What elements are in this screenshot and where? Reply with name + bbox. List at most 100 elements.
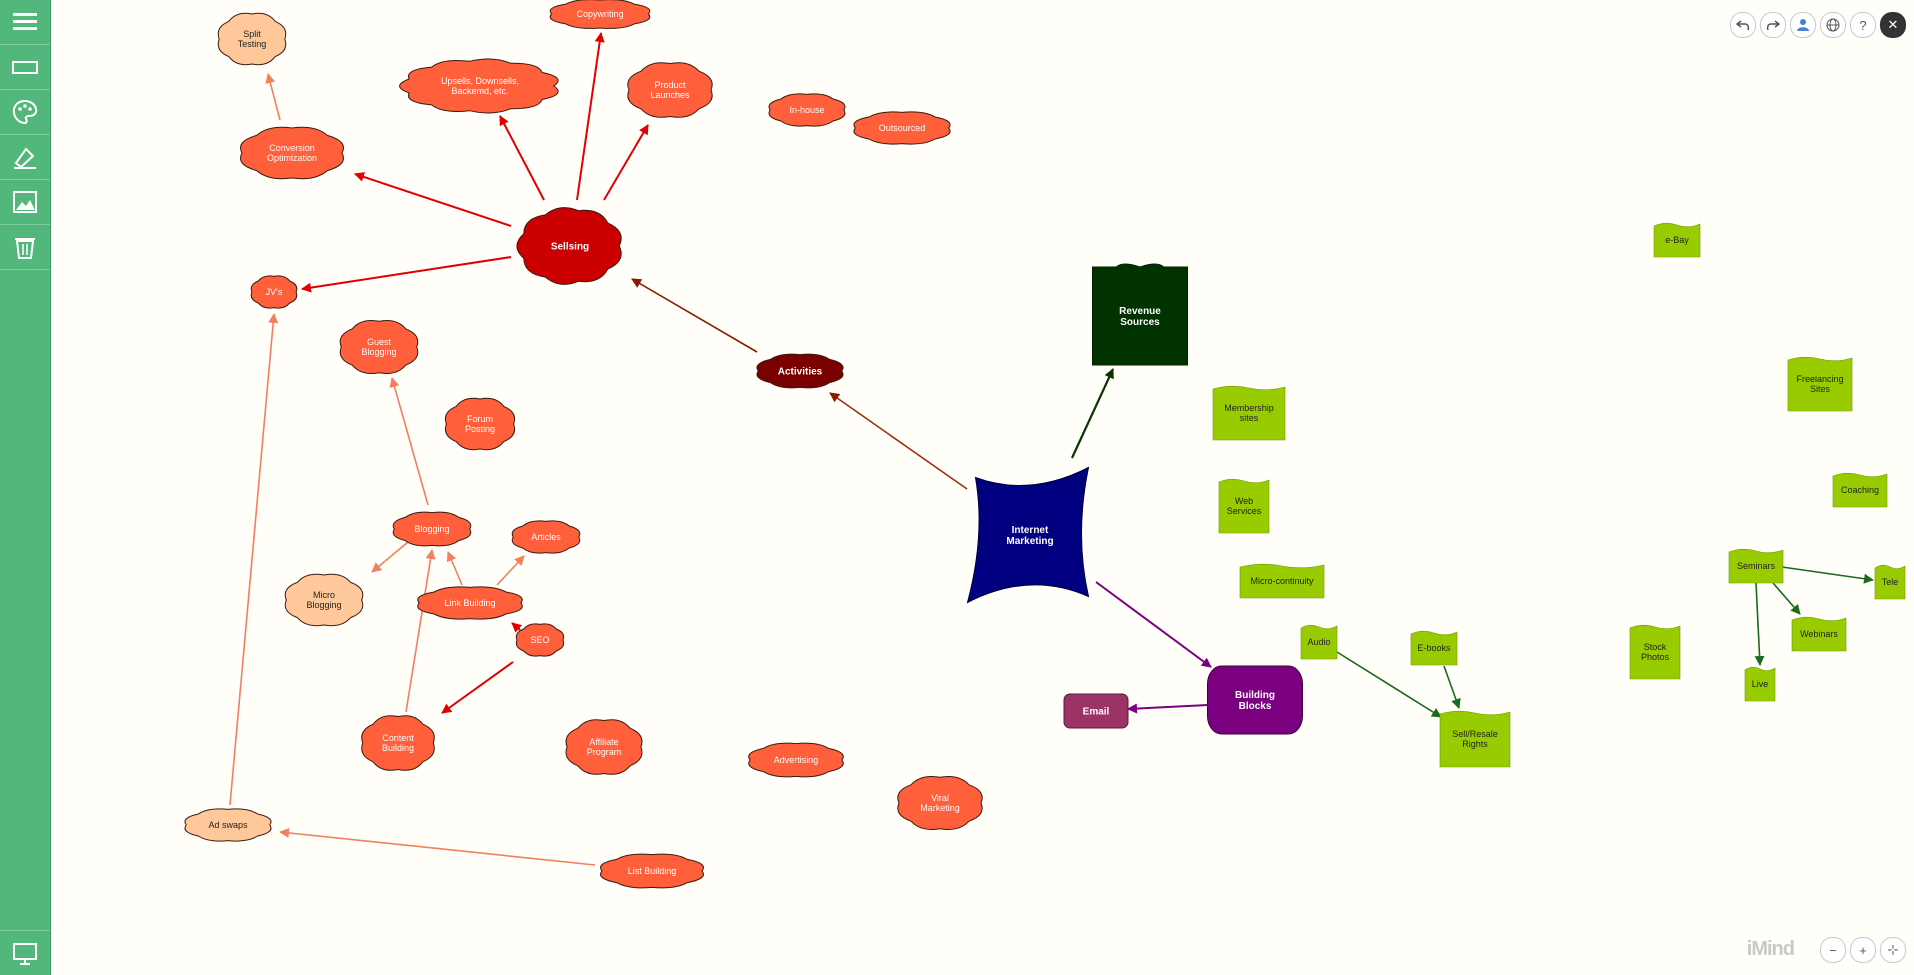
connector-link-seo [511, 622, 523, 633]
node-shape [240, 126, 344, 180]
node-coaching[interactable]: Coaching [1832, 472, 1888, 508]
node-audio[interactable]: Audio [1300, 624, 1338, 660]
node-label: Ad swaps [208, 820, 248, 830]
node-tele[interactable]: Tele [1874, 564, 1906, 600]
node-label: Affiliate [589, 737, 618, 747]
node-shape [756, 353, 844, 389]
node-label: Freelancing [1796, 374, 1843, 384]
connectors [229, 32, 1874, 866]
share-icon[interactable] [1790, 12, 1816, 38]
node-label: Outsourced [879, 123, 926, 133]
globe-icon[interactable] [1820, 12, 1846, 38]
menu-icon[interactable] [0, 0, 50, 44]
node-label: Viral [931, 793, 949, 803]
connector-sellsing-conversion [354, 172, 512, 227]
zoom-in-icon[interactable]: + [1850, 937, 1876, 963]
node-blogging[interactable]: Blogging [392, 511, 472, 547]
node-label: Email [1083, 707, 1110, 718]
node-shape [853, 111, 951, 145]
paint-icon[interactable] [0, 135, 50, 179]
connector-sellsing-upsells [499, 115, 545, 201]
node-label: Membership [1224, 403, 1274, 413]
node-seminars[interactable]: Seminars [1728, 548, 1784, 584]
palette-icon[interactable] [0, 90, 50, 134]
node-upsells[interactable]: Upsells, Downsells,Backemd, etc. [399, 58, 559, 114]
rectangle-icon[interactable] [0, 45, 50, 89]
node-e-bay[interactable]: e-Bay [1653, 222, 1701, 258]
undo-icon[interactable] [1730, 12, 1756, 38]
top-toolbar: ? ✕ [1730, 12, 1906, 38]
node-email[interactable]: Email [1063, 693, 1129, 729]
zoom-out-icon[interactable]: − [1820, 937, 1846, 963]
node-link-building[interactable]: Link Building [417, 586, 523, 620]
node-ad-swaps[interactable]: Ad swaps [184, 808, 272, 842]
connector-sellsing-launches [603, 124, 649, 201]
trash-icon[interactable] [0, 225, 50, 269]
node-label: Micro-continuity [1250, 576, 1314, 586]
connector-building-email [1127, 703, 1209, 714]
node-shape [1410, 630, 1458, 666]
connector-blogging-guest [389, 377, 429, 506]
node-label: Conversion [269, 143, 315, 153]
close-icon[interactable]: ✕ [1880, 12, 1906, 38]
node-label: Forum [467, 414, 493, 424]
connector-listbuilding-adswaps [279, 827, 596, 866]
presentation-icon[interactable] [0, 931, 50, 975]
node-in-house[interactable]: In-house [768, 93, 846, 127]
redo-icon[interactable] [1760, 12, 1786, 38]
connector-seminars-webinars [1772, 582, 1801, 615]
help-icon[interactable]: ? [1850, 12, 1876, 38]
node-outsourced[interactable]: Outsourced [853, 111, 951, 145]
node-articles[interactable]: Articles [511, 520, 581, 554]
node-label: Blogging [414, 524, 449, 534]
node-list-building[interactable]: List Building [600, 853, 704, 889]
node-seo[interactable]: SEO [515, 623, 565, 657]
connector-seminars-live [1754, 582, 1765, 666]
image-icon[interactable] [0, 180, 50, 224]
node-label: Optimization [267, 153, 317, 163]
connector-im-activities [829, 392, 968, 490]
node-label: Webinars [1800, 629, 1838, 639]
node-webinars[interactable]: Webinars [1791, 616, 1847, 652]
fit-to-screen-icon[interactable]: ⊹ [1880, 937, 1906, 963]
node-shape [897, 776, 983, 830]
node-advertising[interactable]: Advertising [748, 742, 844, 778]
node-micro-continuity[interactable]: Micro-continuity [1239, 563, 1325, 599]
node-jvs[interactable]: JV's [250, 275, 298, 309]
node-shape [627, 62, 713, 118]
node-shape [184, 808, 272, 842]
node-shape [417, 586, 523, 620]
node-label: JV's [266, 287, 283, 297]
node-live[interactable]: Live [1744, 666, 1776, 702]
node-activities[interactable]: Activities [756, 353, 844, 389]
node-copywriting[interactable]: Copywriting [549, 0, 651, 29]
node-label: Blocks [1239, 701, 1272, 712]
node-shape [1092, 263, 1188, 366]
node-shape [748, 742, 844, 778]
connector-audio-sell [1336, 651, 1442, 718]
node-e-books[interactable]: E-books [1410, 630, 1458, 666]
node-label: Posting [465, 424, 495, 434]
node-shape [1653, 222, 1701, 258]
node-shape [1239, 563, 1325, 599]
node-sellsing[interactable]: Sellsing [516, 207, 622, 285]
